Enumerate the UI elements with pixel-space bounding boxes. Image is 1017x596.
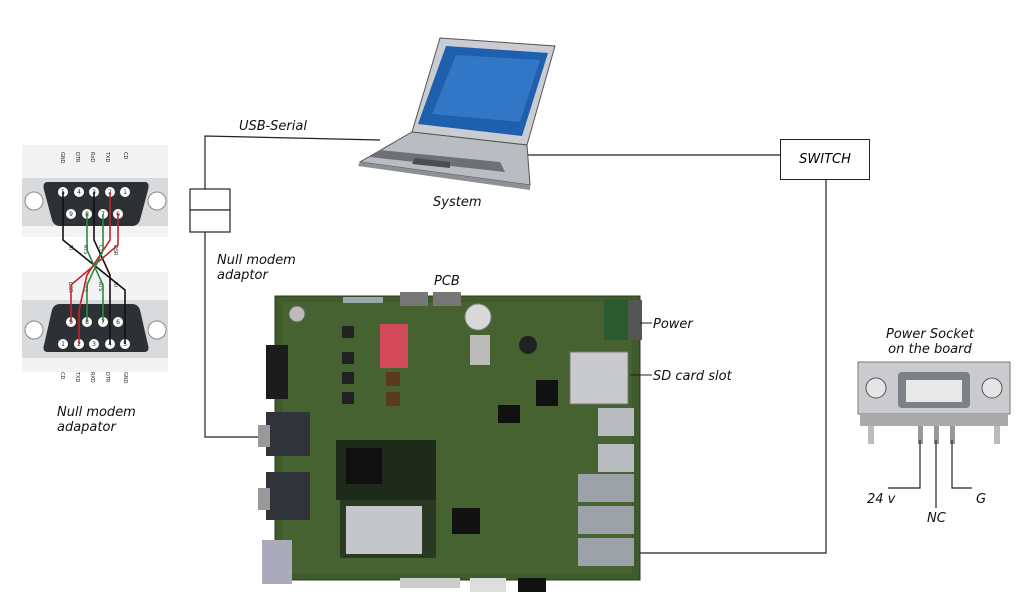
db9-bottom-pin-1: 1 [61, 341, 65, 348]
db9-bottom-pin-6: 6 [116, 319, 120, 326]
db9-top-pin-1: 1 [123, 189, 127, 196]
db9-bottom-pin-7: 7 [101, 319, 105, 326]
db9-top-pin-9: 9 [69, 211, 73, 218]
connection-lines [204, 135, 827, 554]
db9-bottom-label-txd: TXD [74, 371, 80, 382]
db9-bottom-pin-9: 9 [69, 319, 73, 326]
db9-bottom-label-dtr: DTR [104, 372, 110, 383]
db9-top-label-txd: TXD [104, 151, 110, 162]
db9-bottom-label-rxd: RXD [89, 372, 95, 383]
24v-label: 24 v [867, 492, 896, 507]
db9-top-label-ri: RI [67, 245, 73, 250]
db9-bottom-pins: 9 8 7 6 1 2 3 4 5 [58, 317, 130, 349]
db9-bottom-label-gnd: GND [122, 372, 128, 384]
db9-bottom-pin-5: 5 [123, 341, 127, 348]
nc-label: NC [927, 511, 946, 526]
db9-bottom-pin-8: 8 [85, 319, 89, 326]
null-modem-adaptor-label: Null modem adaptor [217, 253, 296, 283]
db9-top-pins: 5 4 3 2 1 9 8 7 6 [58, 187, 130, 219]
switch-box: SWITCH [780, 139, 870, 180]
db9-top-pin-labels: GND DTR RxD TXD CD RI RTS CTS DSR [59, 151, 128, 256]
null-modem-adaptor-box-bottom [189, 209, 231, 233]
db9-bottom-pin-4: 4 [108, 341, 112, 348]
db9-top-pin-4: 4 [77, 189, 81, 196]
db9-top-label-dsr: DSR [112, 245, 118, 256]
usb-serial-label: USB-Serial [239, 119, 307, 134]
system-label: System [433, 195, 482, 210]
db9-connector-bottom [22, 272, 168, 372]
pcb-label: PCB [434, 274, 460, 289]
db9-top-label-cd: CD [122, 152, 128, 159]
usb-serial-cable [204, 135, 381, 190]
db9-top-label-dtr: DTR [74, 152, 80, 163]
power-label: Power [653, 317, 693, 332]
laptop-icon [358, 37, 556, 190]
db9-top-label-rts: RTS [82, 245, 88, 254]
db9-top-label-gnd: GND [59, 152, 65, 164]
g-label: G [976, 492, 987, 507]
db9-bottom-label-dsr: DSR [67, 282, 73, 293]
null-modem-to-board-cable [204, 232, 266, 438]
db9-top-label-rxd: RxD [89, 152, 95, 162]
db9-bottom-pin-2: 2 [77, 341, 81, 348]
switch-to-board-cable [630, 180, 827, 554]
power-socket-leads [888, 440, 972, 508]
null-modem-adapator-label: Null modem adapator [57, 405, 136, 435]
sd-card-slot-label: SD card slot [653, 369, 732, 384]
db9-top-label-cts: CTS [97, 245, 103, 255]
null-modem-wires [62, 192, 126, 344]
switch-label: SWITCH [799, 152, 851, 167]
pcb-board [258, 292, 642, 592]
power-socket-icon [857, 361, 1011, 444]
db9-bottom-label-ri: RI [112, 282, 118, 287]
db9-bottom-label-rts: RTS [97, 282, 103, 291]
power-socket-label: Power Socket on the board [886, 327, 974, 357]
db9-bottom-label-cd: CD [59, 372, 65, 379]
db9-bottom-pin-3: 3 [92, 341, 96, 348]
